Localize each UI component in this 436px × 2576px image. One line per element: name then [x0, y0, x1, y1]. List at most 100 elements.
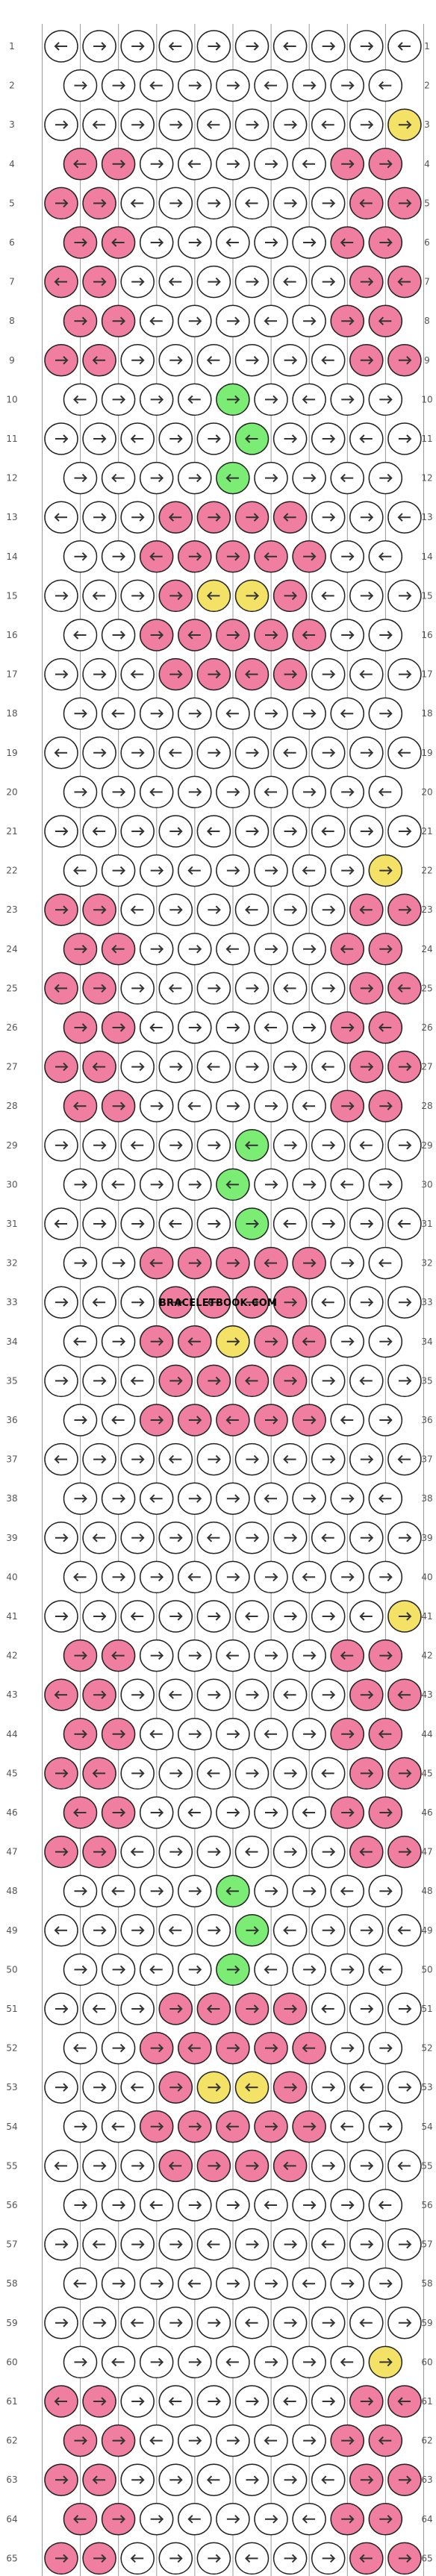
knot[interactable]	[158, 1129, 193, 1162]
knot[interactable]	[63, 1482, 98, 1515]
knot[interactable]	[254, 1325, 288, 1358]
knot[interactable]	[216, 69, 250, 102]
knot[interactable]	[120, 893, 155, 926]
knot[interactable]	[158, 1522, 193, 1554]
knot[interactable]	[254, 697, 288, 730]
knot[interactable]	[63, 1875, 98, 1907]
knot[interactable]	[120, 657, 155, 691]
knot[interactable]	[178, 775, 212, 809]
knot[interactable]	[82, 108, 116, 141]
knot[interactable]	[139, 775, 174, 809]
knot[interactable]	[101, 2503, 136, 2536]
knot[interactable]	[178, 461, 212, 495]
knot[interactable]	[216, 1325, 250, 1358]
knot[interactable]	[311, 2385, 346, 2418]
knot[interactable]	[387, 2385, 422, 2418]
knot[interactable]	[44, 344, 78, 377]
knot[interactable]	[311, 108, 346, 141]
knot[interactable]	[311, 422, 346, 455]
knot[interactable]	[216, 2267, 250, 2300]
knot[interactable]	[349, 1600, 384, 1633]
knot[interactable]	[82, 1600, 116, 1633]
knot[interactable]	[63, 383, 98, 416]
knot[interactable]	[82, 1129, 116, 1162]
knot[interactable]	[216, 304, 250, 337]
knot[interactable]	[311, 1129, 346, 1162]
knot[interactable]	[254, 619, 288, 651]
knot[interactable]	[196, 657, 231, 691]
knot[interactable]	[158, 1992, 193, 2025]
knot[interactable]	[63, 1560, 98, 1594]
knot[interactable]	[330, 148, 364, 181]
knot[interactable]	[387, 2228, 422, 2261]
knot[interactable]	[368, 2110, 403, 2143]
knot[interactable]	[158, 815, 193, 848]
knot[interactable]	[196, 2149, 231, 2183]
knot[interactable]	[234, 2463, 270, 2496]
knot[interactable]	[272, 2542, 308, 2575]
knot[interactable]	[44, 1757, 78, 1790]
knot[interactable]	[139, 2267, 174, 2300]
knot[interactable]	[196, 1286, 231, 1319]
knot[interactable]	[82, 1207, 116, 1240]
knot[interactable]	[368, 2189, 403, 2222]
knot[interactable]	[139, 1560, 174, 1594]
knot[interactable]	[387, 657, 422, 691]
knot[interactable]	[311, 815, 346, 848]
knot[interactable]	[368, 383, 403, 416]
knot[interactable]	[387, 344, 422, 377]
knot[interactable]	[216, 619, 250, 651]
knot[interactable]	[254, 383, 288, 416]
knot[interactable]	[216, 540, 250, 573]
knot[interactable]	[178, 697, 212, 730]
knot[interactable]	[216, 2424, 250, 2457]
knot[interactable]	[82, 1050, 116, 1084]
knot[interactable]	[272, 1522, 308, 1554]
knot[interactable]	[82, 2542, 116, 2575]
knot[interactable]	[216, 1953, 250, 1986]
knot[interactable]	[158, 1600, 193, 1633]
knot[interactable]	[178, 540, 212, 573]
knot[interactable]	[292, 540, 326, 573]
knot[interactable]	[101, 1404, 136, 1437]
knot[interactable]	[178, 933, 212, 966]
knot[interactable]	[44, 2071, 78, 2104]
knot[interactable]	[101, 619, 136, 651]
knot[interactable]	[330, 1560, 364, 1594]
knot[interactable]	[139, 304, 174, 337]
knot[interactable]	[216, 2503, 250, 2536]
knot[interactable]	[272, 1835, 308, 1869]
knot[interactable]	[234, 1600, 270, 1633]
knot[interactable]	[178, 1090, 212, 1122]
knot[interactable]	[292, 148, 326, 181]
knot[interactable]	[234, 1286, 270, 1319]
knot[interactable]	[139, 1718, 174, 1751]
knot[interactable]	[82, 1522, 116, 1554]
knot[interactable]	[139, 1168, 174, 1201]
knot[interactable]	[196, 187, 231, 220]
knot[interactable]	[254, 1246, 288, 1280]
knot[interactable]	[101, 1560, 136, 1594]
knot[interactable]	[311, 1992, 346, 2025]
knot[interactable]	[178, 1718, 212, 1751]
knot[interactable]	[120, 579, 155, 613]
knot[interactable]	[272, 657, 308, 691]
knot[interactable]	[272, 265, 308, 298]
knot[interactable]	[311, 2307, 346, 2339]
knot[interactable]	[272, 187, 308, 220]
knot[interactable]	[292, 933, 326, 966]
knot[interactable]	[178, 1560, 212, 1594]
knot[interactable]	[254, 540, 288, 573]
knot[interactable]	[101, 2110, 136, 2143]
knot[interactable]	[101, 540, 136, 573]
knot[interactable]	[254, 933, 288, 966]
knot[interactable]	[63, 1246, 98, 1280]
knot[interactable]	[216, 1482, 250, 1515]
knot[interactable]	[292, 383, 326, 416]
knot[interactable]	[196, 108, 231, 141]
knot[interactable]	[63, 461, 98, 495]
knot[interactable]	[63, 1011, 98, 1044]
knot[interactable]	[368, 933, 403, 966]
knot[interactable]	[387, 1835, 422, 1869]
knot[interactable]	[387, 2463, 422, 2496]
